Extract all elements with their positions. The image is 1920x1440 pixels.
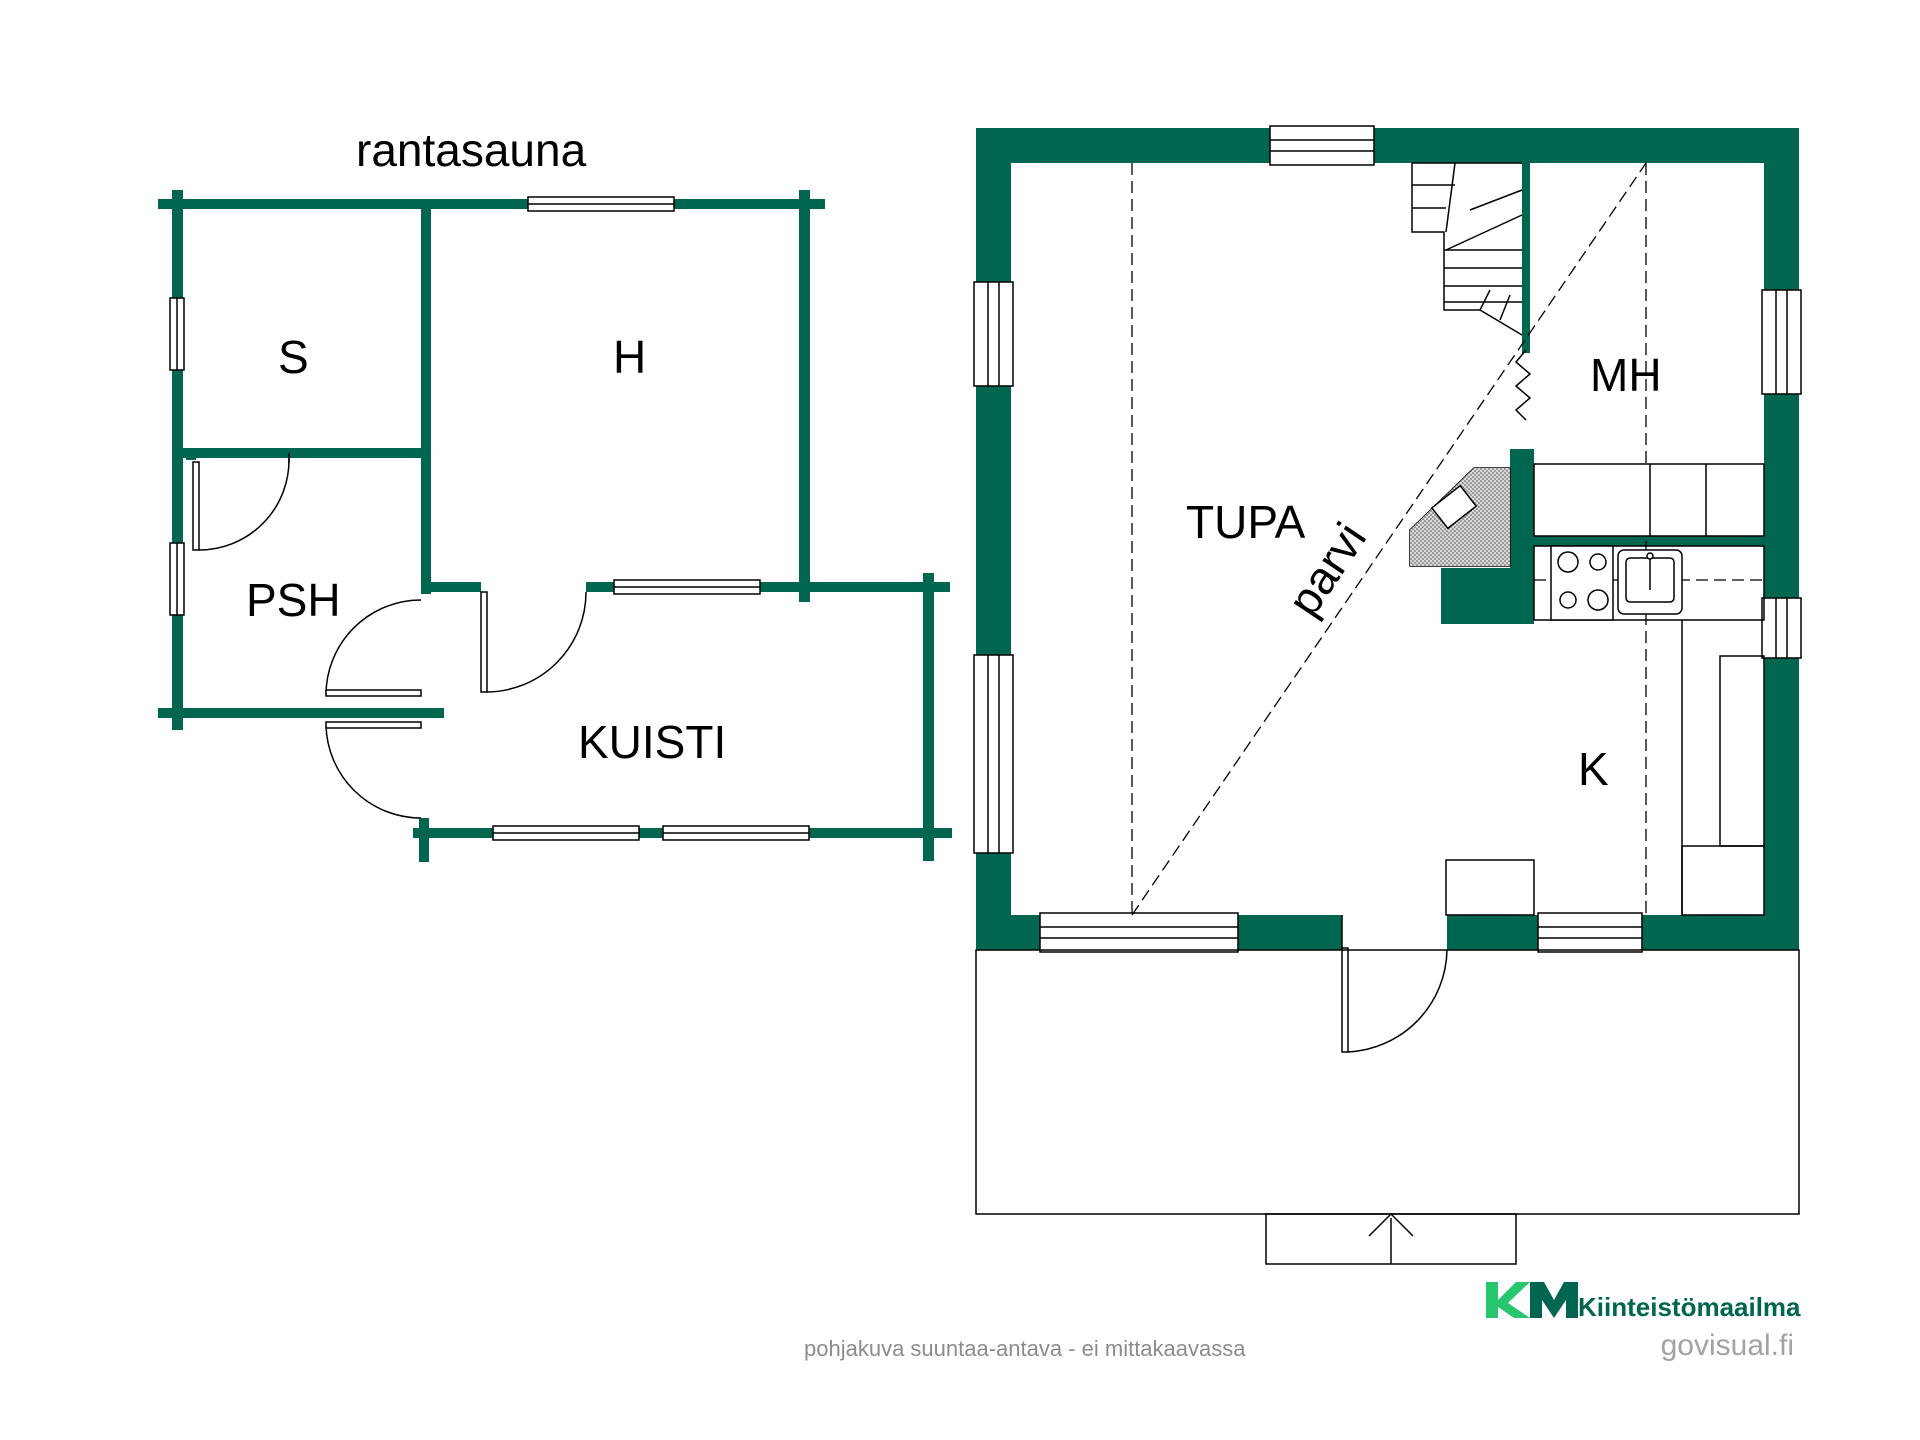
window-tupa-top	[1269, 125, 1375, 166]
footer-disclaimer: pohjakuva suuntaa-antava - ei mittakaava…	[804, 1336, 1246, 1361]
staircase	[1411, 162, 1532, 421]
brand-block: Kiinteistömaailma govisual.fi pohjakuva …	[804, 1282, 1801, 1362]
credit-text: govisual.fi	[1661, 1329, 1794, 1362]
house-windows	[973, 125, 1802, 953]
room-label-mh: MH	[1590, 349, 1662, 401]
sauna-building: rantasauna S H PSH KUISTI	[158, 124, 952, 862]
sauna-title: rantasauna	[356, 124, 587, 176]
room-label-tupa: TUPA	[1186, 496, 1306, 548]
room-label-k: K	[1578, 743, 1609, 795]
stove-icon	[1550, 545, 1614, 621]
km-logo-icon	[1486, 1282, 1578, 1318]
sink-icon	[1617, 549, 1683, 615]
house-walls	[976, 128, 1799, 950]
brand-name: Kiinteistömaailma	[1578, 1292, 1801, 1322]
window-mh-right	[1761, 289, 1802, 395]
terrace	[975, 949, 1800, 1265]
room-label-psh: PSH	[246, 574, 341, 626]
sauna-walls	[158, 190, 952, 862]
fireplace	[1409, 467, 1511, 567]
window-tupa-bottom	[1039, 912, 1239, 953]
room-label-s: S	[278, 331, 309, 383]
kitchen-counters	[1445, 545, 1765, 916]
window-k-bottom	[1537, 912, 1643, 953]
window-k-right	[1761, 597, 1802, 659]
window-tupa-left-2	[973, 654, 1014, 854]
room-label-kuisti: KUISTI	[578, 716, 726, 768]
sauna-windows	[169, 196, 810, 841]
room-label-h: H	[613, 331, 646, 383]
main-house: TUPA MH K parvi	[973, 125, 1802, 1265]
entrance-door	[1341, 915, 1448, 1053]
window-tupa-left-1	[973, 281, 1014, 387]
mh-cabinets	[1533, 463, 1765, 537]
sauna-doors	[192, 453, 587, 819]
